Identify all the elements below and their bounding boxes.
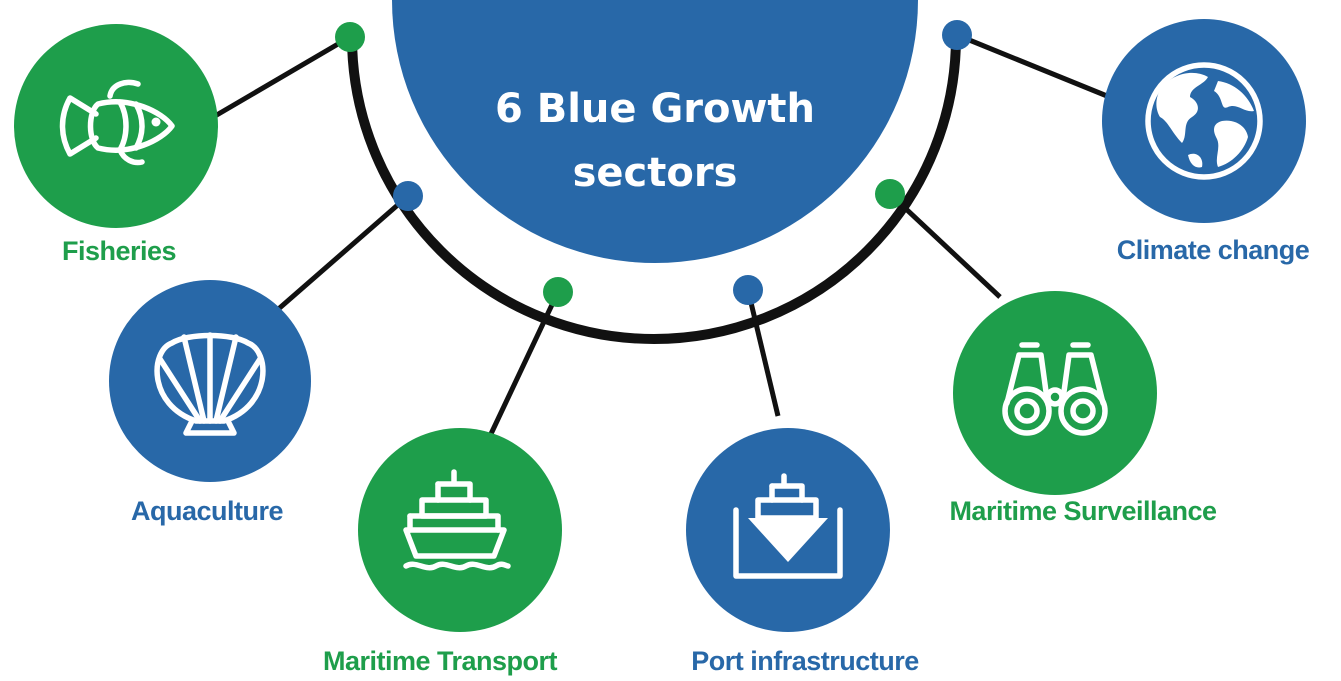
dot-port-infrastructure: [733, 275, 763, 305]
dot-maritime-transport: [543, 277, 573, 307]
sector-port-infrastructure: Port infrastructure: [686, 428, 920, 676]
central-hub: 6 Blue Growth sectors: [347, 0, 961, 344]
hub-outer-arc: [347, 36, 961, 344]
dot-aquaculture: [393, 181, 423, 211]
connector-port-infrastructure: [745, 289, 781, 417]
hub-semicircle: [392, 0, 918, 263]
shell-icon: [154, 332, 266, 436]
junction-dots: [335, 20, 972, 307]
sector-climate-change: Climate change: [1102, 19, 1310, 265]
sector-label-maritime-surveillance: Maritime Surveillance: [949, 496, 1217, 526]
dot-maritime-surveillance: [875, 179, 905, 209]
hub-title-line-2: sectors: [573, 150, 738, 196]
sector-circle-fisheries: [14, 24, 218, 228]
sector-label-aquaculture: Aquaculture: [131, 496, 284, 526]
sector-label-maritime-transport: Maritime Transport: [323, 646, 558, 676]
ship-icon: [403, 469, 511, 571]
sector-label-fisheries: Fisheries: [62, 236, 176, 266]
fish-icon: [59, 79, 175, 166]
dot-climate-change: [942, 20, 972, 50]
sector-fisheries: Fisheries: [14, 24, 218, 266]
connector-maritime-surveillance: [888, 192, 1002, 299]
binoculars-icon: [1002, 342, 1108, 436]
sector-maritime-transport: Maritime Transport: [323, 428, 562, 676]
sector-circle-maritime-surveillance: [953, 291, 1157, 495]
sector-label-port-infrastructure: Port infrastructure: [691, 646, 919, 676]
sector-label-climate-change: Climate change: [1117, 235, 1310, 265]
sector-aquaculture: Aquaculture: [109, 280, 311, 526]
connector-fisheries: [213, 34, 352, 119]
sector-circle-climate-change: [1102, 19, 1306, 223]
dot-fisheries: [335, 22, 365, 52]
sector-maritime-surveillance: Maritime Surveillance: [949, 291, 1218, 526]
connector-maritime-transport: [487, 290, 561, 438]
connector-climate-change: [956, 32, 1108, 99]
port-dock-icon: [733, 473, 843, 579]
connector-aquaculture: [273, 194, 410, 314]
hub-title-line-1: 6 Blue Growth: [495, 86, 815, 132]
globe-icon: [1145, 62, 1263, 180]
connector-lines: [213, 32, 1108, 438]
